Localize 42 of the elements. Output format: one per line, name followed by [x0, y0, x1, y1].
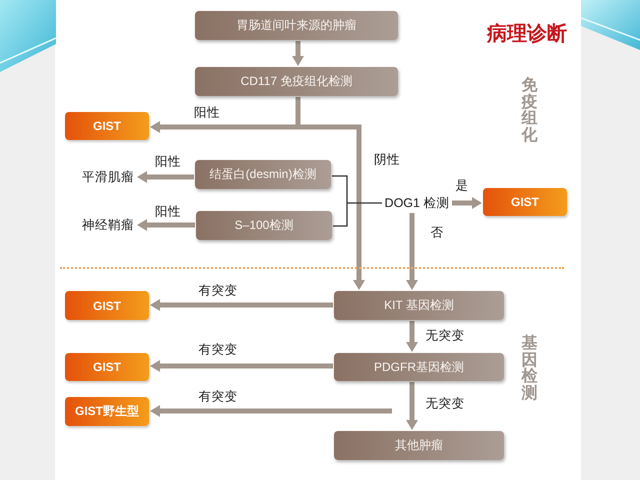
- edge-label: 有突变: [198, 388, 238, 406]
- result-box: GIST: [65, 353, 149, 381]
- edge-label: 有突变: [198, 282, 238, 300]
- test-label: DOG1 检测: [383, 194, 451, 212]
- diagnosis-label: 神经鞘瘤: [80, 216, 136, 234]
- arrow: [298, 124, 365, 290]
- arrow: [150, 299, 333, 311]
- arrow: [406, 213, 418, 290]
- result-box: GIST: [65, 291, 149, 320]
- result-box: GIST: [65, 112, 149, 140]
- result-box: GIST: [483, 188, 567, 216]
- process-box: CD117 免疫组化检测: [195, 67, 398, 96]
- connector-line: [333, 203, 348, 227]
- diagnosis-label: 平滑肌瘤: [80, 168, 136, 186]
- edge-label: 无突变: [426, 396, 464, 412]
- arrow: [406, 321, 418, 352]
- process-box: S–100检测: [196, 211, 332, 240]
- process-box: PDGFR基因检测: [334, 353, 504, 381]
- arrow: [150, 405, 392, 417]
- edge-label: 阳性: [155, 204, 181, 220]
- arrow: [137, 171, 194, 183]
- process-box: 结蛋白(desmin)检测: [195, 160, 331, 189]
- edge-label: 阴性: [374, 152, 400, 168]
- result-box: GIST野生型: [65, 397, 149, 426]
- connector-line: [347, 202, 382, 204]
- slide-title: 病理诊断: [487, 22, 567, 47]
- process-box: 其他肿瘤: [334, 431, 504, 460]
- edge-label: 无突变: [426, 328, 464, 344]
- section-label: 基因检测: [521, 336, 538, 402]
- section-label: 免疫组化: [521, 78, 538, 144]
- arrow: [292, 41, 304, 66]
- edge-label: 是: [456, 178, 468, 194]
- process-box: 胃肠道间叶来源的肿瘤: [195, 11, 398, 40]
- edge-label: 否: [430, 224, 444, 242]
- process-box: KIT 基因检测: [334, 291, 504, 320]
- edge-label: 阳性: [155, 154, 181, 170]
- arrow: [137, 219, 195, 231]
- arrow: [406, 382, 418, 430]
- arrow: [452, 197, 482, 209]
- arrow: [150, 360, 333, 372]
- connector-line: [332, 175, 348, 203]
- edge-label: 有突变: [198, 342, 238, 358]
